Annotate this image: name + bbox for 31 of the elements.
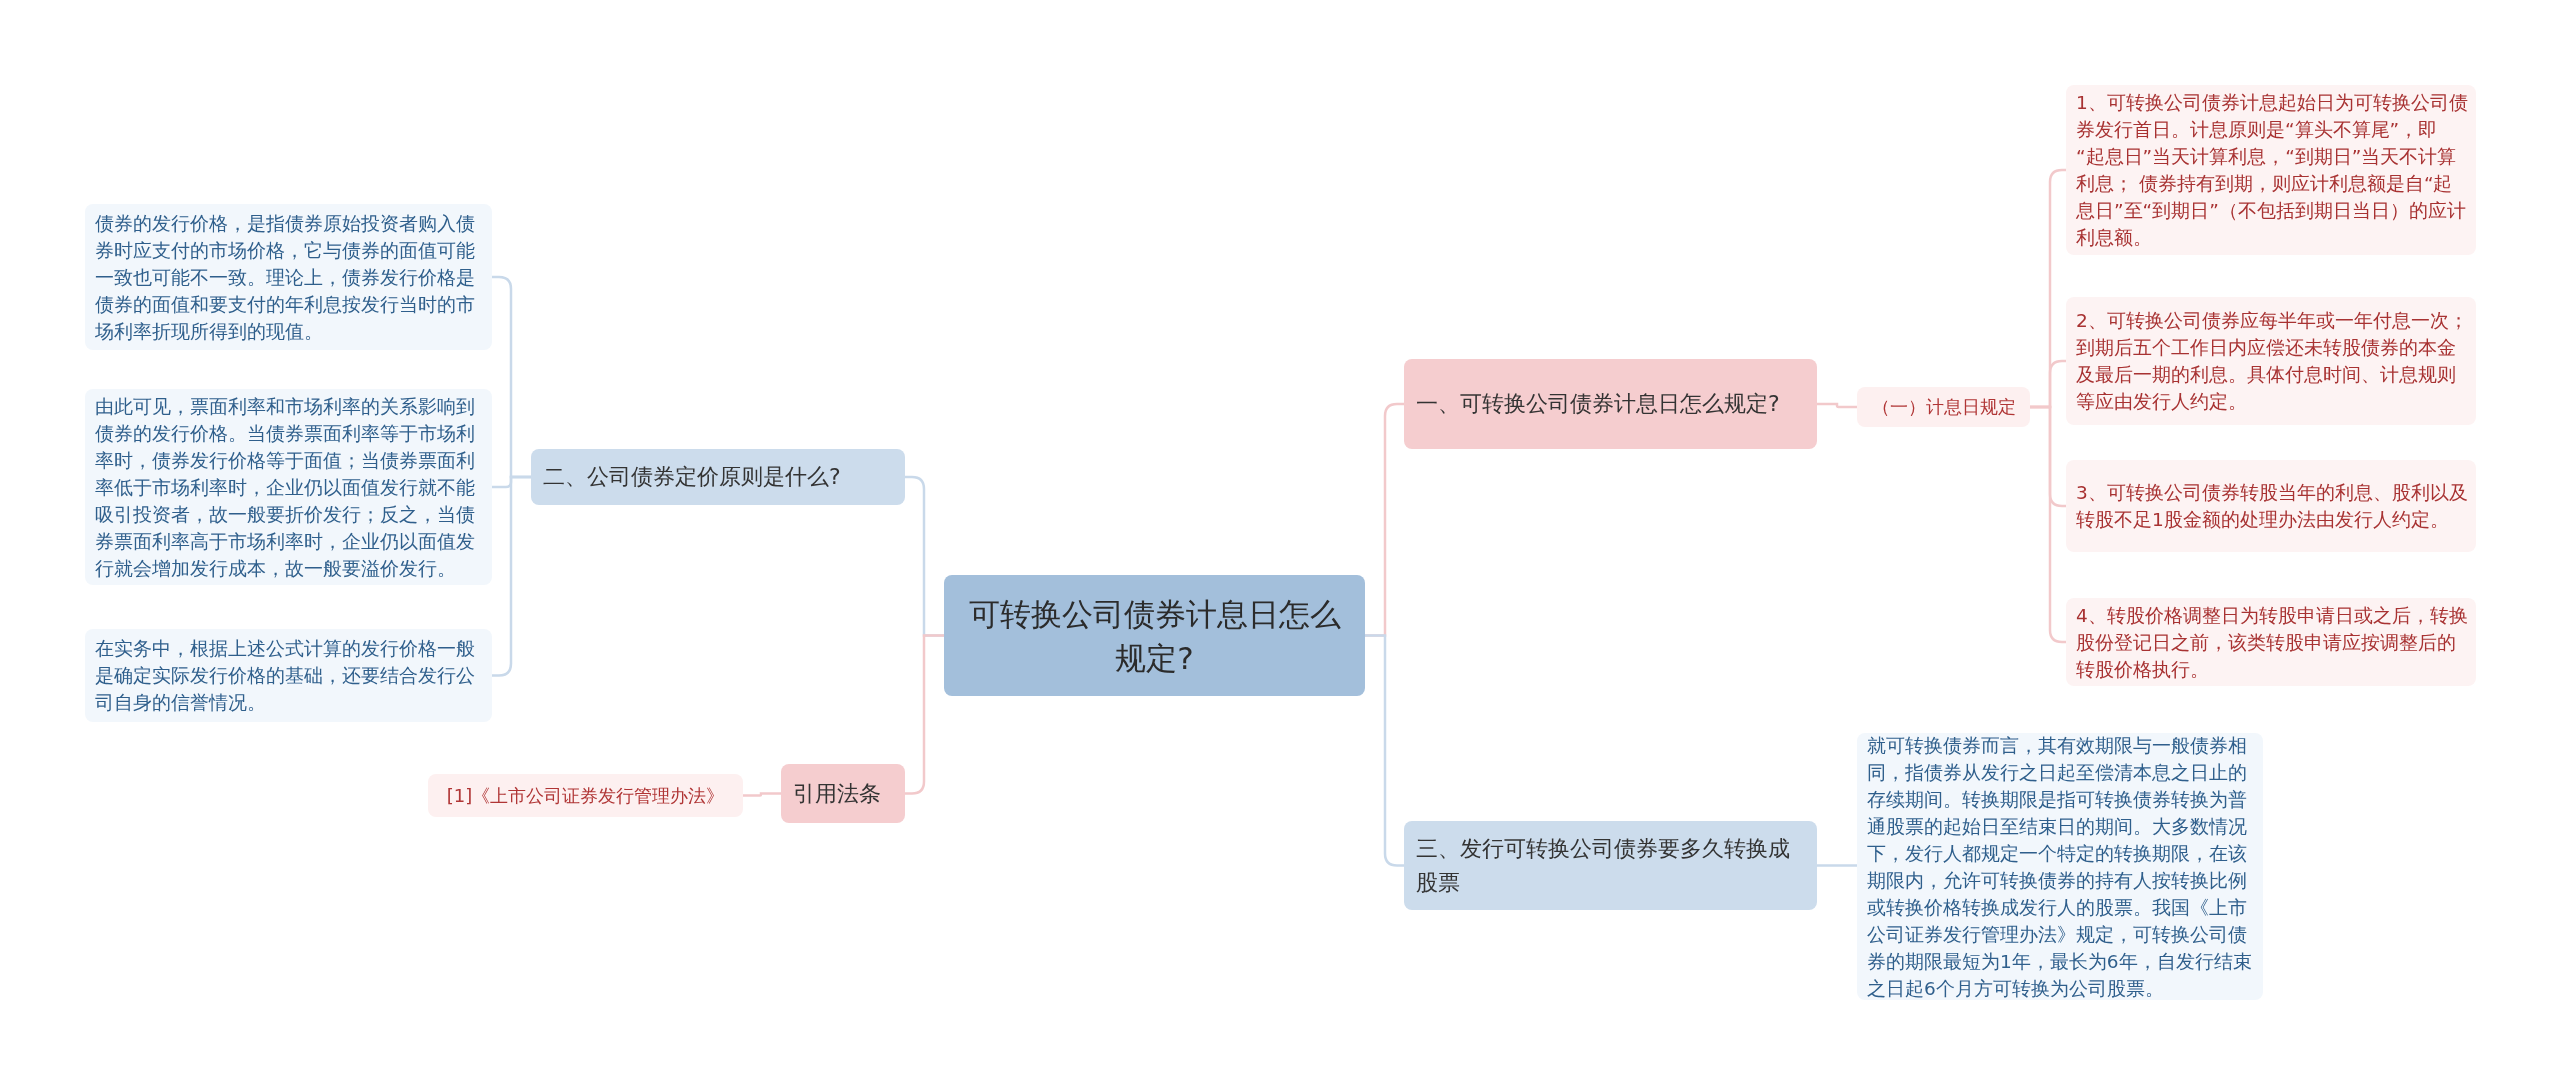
note-text: 4、转股价格调整日为转股申请日或之后，转换股份登记日之前，该类转股申请应按调整后的转股价格执行。 xyxy=(2076,603,2468,682)
note-text: 1、可转换公司债券计息起始日为可转换公司债券发行首日。计息原则是“算头不算尾”，即 “起息日”当天计算利息，“到期日”当天不计算利息； 债券持有到期，则应计利息额是自“起息日”至“到期日”（不包括到期日当日）的应计利息额。 xyxy=(2076,91,2468,250)
note-text: 在实务中，根据上述公式计算的发行价格一般是确定实际发行价格的基础，还要结合发行公司自身的信誉情况。 xyxy=(95,637,476,715)
topic-text: 三、发行可转换公司债券要多久转换成股票 xyxy=(1416,834,1791,897)
topic-text: 一、可转换公司债券计息日怎么规定? xyxy=(1416,390,1781,418)
note-card xyxy=(2066,297,2476,425)
connector-line xyxy=(905,634,944,795)
note-text: 3、可转换公司债券转股当年的利息、股利以及转股不足1股金额的处理办法由发行人约定。 xyxy=(2076,481,2468,532)
topic-box xyxy=(1404,821,1817,910)
subtopic-text: [1]《上市公司证券发行管理办法》 xyxy=(445,783,726,808)
note-text: 由此可见，票面利率和市场利率的关系影响到债券的发行价格。当债券票面利率等于市场利率时，债券发行价格等于面值；当债券票面利率低于市场利率时，企业仍以面值发行就不能吸引投资者，故一般要折价发行；反之，当债券票面利率高于市场利率时，企业仍以面值发行就会增加发行成本，故一般要溢价发行。 xyxy=(95,394,476,581)
note-card xyxy=(85,629,492,722)
subtopic-text: （一）计息日规定 xyxy=(1870,395,2017,419)
note-card xyxy=(2066,460,2476,552)
note-text: 就可转换债券而言，其有效期限与一般债券相同，指债券从发行之日起至偿清本息之日止的存续期间。转换期限是指可转换债券转换为普通股票的起始日至结束日的期间。大多数情况下，发行人都规定一个特定的转换期限，在该期限内，允许可转换债券的持有人按转换比例或转换价格转换成发行人的股票。我国《上市公司证券发行管理办法》规定，可转换公司债券的期限最短为1年，最长为6年，自发行结束之日起6个月方可转换为公司股票。 xyxy=(1867,733,2253,1001)
subtopic-box xyxy=(1857,387,2030,427)
connector-line xyxy=(1365,634,1404,867)
central-topic-text: 可转换公司债券计息日怎么规定? xyxy=(967,594,1342,678)
connector-line xyxy=(743,792,781,797)
note-text: 债券的发行价格，是指债券原始投资者购入债券时应支付的市场价格，它与债券的面值可能一致也可能不一致。理论上，债券发行价格是债券的面值和要支付的年利息按发行当时的市场利率折现所得到的现值。 xyxy=(95,211,476,344)
note-text: 2、可转换公司债券应每半年或一年付息一次；到期后五个工作日内应偿还未转股债券的本金及最后一期的利息。具体付息时间、计息规则等应由发行人约定。 xyxy=(2076,309,2468,414)
topic-box xyxy=(781,764,905,823)
central-topic-box xyxy=(944,575,1365,696)
connector-line xyxy=(1817,864,1857,867)
subtopic-box xyxy=(428,774,743,817)
connector-line xyxy=(1817,402,1857,409)
topic-text: 引用法条 xyxy=(793,779,882,808)
topic-box xyxy=(1404,359,1817,449)
topic-box xyxy=(531,449,905,505)
connector-line xyxy=(492,475,531,677)
topic-text: 二、公司债券定价原则是什么? xyxy=(543,463,842,491)
